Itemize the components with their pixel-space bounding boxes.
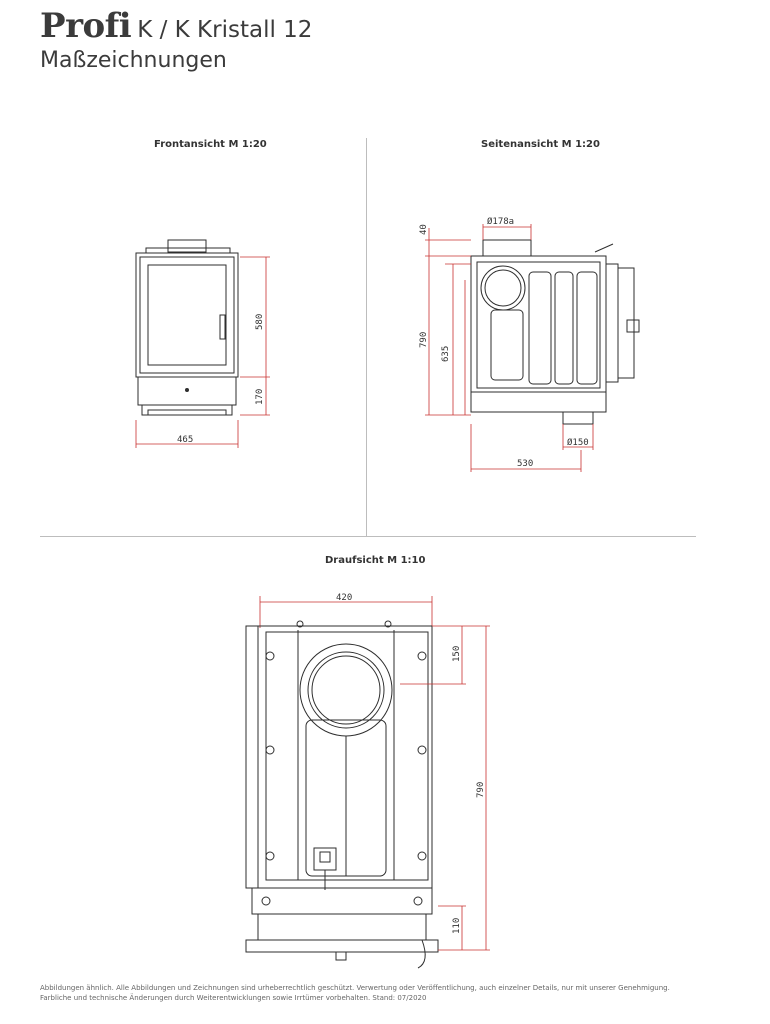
top-air-connector [313, 847, 337, 871]
vertical-divider [366, 138, 367, 536]
document-subtitle: Maßzeichnungen [40, 48, 227, 73]
front-width-dim: 465 [177, 435, 193, 445]
top-flue-ring [299, 643, 393, 737]
side-flue-diameter-dim: Ø178a [487, 216, 514, 227]
front-base-height-dim: 170 [255, 389, 265, 405]
side-view-drawing: Ø178a 40 790 635 Ø150 530 [419, 216, 640, 472]
front-door-handle [219, 314, 226, 340]
top-flue-offset-dim: 150 [452, 646, 462, 662]
side-flue-opening [480, 265, 526, 311]
front-view-label: Frontansicht M 1:20 [154, 139, 267, 150]
top-depth-dim: 790 [476, 782, 486, 798]
horizontal-divider [40, 536, 696, 537]
top-body [245, 625, 433, 889]
footer-notice: Abbildungen ähnlich. Alle Abbildungen un… [40, 983, 740, 1003]
front-flue-stub [167, 239, 207, 253]
side-flue-stub [482, 239, 532, 257]
front-glass [147, 264, 227, 366]
side-total-height-dim: 790 [419, 332, 429, 348]
model-name: K / K Kristall 12 [137, 17, 313, 43]
brand-name: Profi [40, 6, 132, 46]
side-air-diameter-dim: Ø150 [567, 437, 589, 448]
top-view-label: Draufsicht M 1:10 [325, 555, 426, 566]
top-view-drawing: 420 150 790 110 [245, 593, 490, 969]
side-flue-height-dim: 635 [441, 346, 451, 362]
footer-line-2: Farbliche und technische Änderungen durc… [40, 994, 427, 1002]
side-depth-dim: 530 [517, 459, 533, 469]
side-top-offset-dim: 40 [419, 224, 429, 235]
side-air-intake [562, 411, 594, 425]
footer-line-1: Abbildungen ähnlich. Alle Abbildungen un… [40, 984, 670, 992]
side-view-label: Seitenansicht M 1:20 [481, 139, 600, 150]
top-width-dim: 420 [336, 593, 352, 603]
front-door-height-dim: 580 [255, 314, 265, 330]
front-view-drawing: 465 580 170 [135, 239, 270, 448]
top-front-offset-dim: 110 [452, 918, 462, 934]
